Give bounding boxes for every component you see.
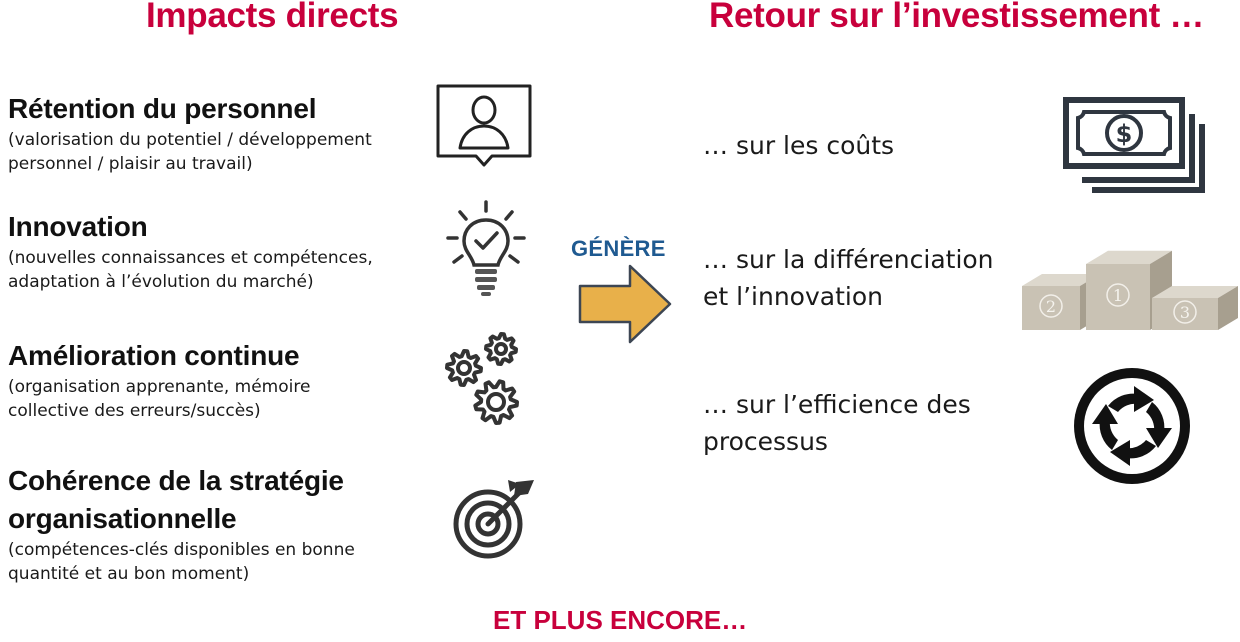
impact-title: Amélioration continue xyxy=(8,340,300,371)
person-presentation-icon xyxy=(432,80,536,170)
impact-title-line: organisationnelle xyxy=(8,503,237,534)
genere-label: GÉNÈRE xyxy=(571,236,666,261)
banknotes-dollar-icon: $ xyxy=(1062,96,1210,196)
svg-text:$: $ xyxy=(1116,120,1133,148)
impact-item-continuous-improvement: Amélioration continue (organisation appr… xyxy=(8,337,408,423)
target-arrow-icon xyxy=(450,474,540,562)
svg-text:1: 1 xyxy=(1113,286,1123,305)
svg-text:2: 2 xyxy=(1046,297,1056,316)
impact-description-line: (valorisation du potentiel / développeme… xyxy=(8,130,372,150)
impact-item-retention: Rétention du personnel (valorisation du … xyxy=(8,90,408,176)
impact-description: (organisation apprenante, mémoire collec… xyxy=(8,375,408,423)
gears-icon xyxy=(445,332,527,426)
podium-icon: 2 1 3 xyxy=(1018,248,1240,334)
impact-item-strategy-coherence: Cohérence de la stratégie organisationne… xyxy=(8,462,428,586)
impact-title: Rétention du personnel xyxy=(8,93,317,124)
return-line: et l’innovation xyxy=(703,282,883,311)
footer-and-more: ET PLUS ENCORE… xyxy=(493,605,748,635)
lightbulb-check-icon xyxy=(440,198,532,300)
impact-description-line: (nouvelles connaissances et compétences, xyxy=(8,248,373,268)
return-line: processus xyxy=(703,427,828,456)
impact-description-line: quantité et au bon moment) xyxy=(8,564,250,584)
impact-item-innovation: Innovation (nouvelles connaissances et c… xyxy=(8,208,408,294)
return-costs: … sur les coûts xyxy=(703,127,894,164)
impact-title: Innovation xyxy=(8,211,148,242)
heading-return-on-investment: Retour sur l’investissement … xyxy=(709,0,1205,35)
impact-description: (valorisation du potentiel / développeme… xyxy=(8,128,408,176)
impact-description-line: (compétences-clés disponibles en bonne xyxy=(8,540,355,560)
return-line: … sur l’efficience des xyxy=(703,390,971,419)
return-line: … sur la différenciation xyxy=(703,245,994,274)
impact-title-line: Cohérence de la stratégie xyxy=(8,465,344,496)
impact-description-line: adaptation à l’évolution du marché) xyxy=(8,272,314,292)
impact-description: (compétences-clés disponibles en bonne q… xyxy=(8,538,428,586)
heading-direct-impacts: Impacts directs xyxy=(146,0,399,35)
impact-description-line: collective des erreurs/succès) xyxy=(8,401,261,421)
impact-description: (nouvelles connaissances et compétences,… xyxy=(8,246,408,294)
svg-text:3: 3 xyxy=(1180,303,1190,322)
return-line: … sur les coûts xyxy=(703,131,895,160)
cycle-arrows-icon xyxy=(1068,362,1196,490)
impact-description-line: (organisation apprenante, mémoire xyxy=(8,377,311,397)
return-efficiency: … sur l’efficience des processus xyxy=(703,386,971,460)
right-arrow-icon xyxy=(576,262,674,346)
return-differentiation: … sur la différenciation et l’innovation xyxy=(703,241,994,315)
impact-title: Cohérence de la stratégie organisationne… xyxy=(8,462,428,538)
impact-description-line: personnel / plaisir au travail) xyxy=(8,154,253,174)
